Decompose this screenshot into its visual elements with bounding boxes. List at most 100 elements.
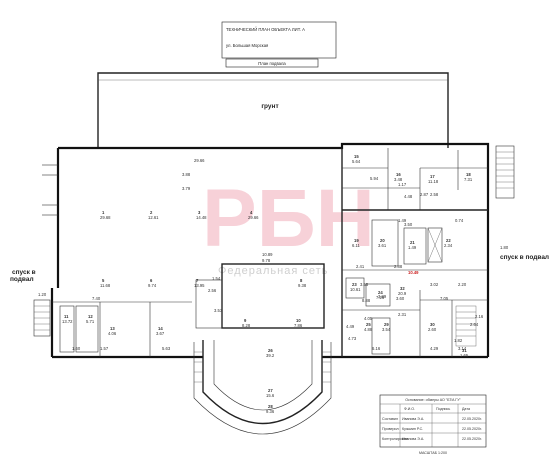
- room-number: 27: [268, 388, 273, 393]
- room-area: 7.31: [464, 177, 473, 182]
- dimension-label: 1.60: [72, 346, 81, 351]
- room-number: 8: [300, 278, 303, 283]
- dimension-label: 2.87: [420, 192, 429, 197]
- room-area: 15.6: [266, 393, 275, 398]
- stamp: Основание: обмеры АО "БТИ-ГУ" Ф.И.О. Под…: [379, 394, 487, 455]
- room-number: 7: [196, 278, 199, 283]
- dimension-label: 2.64: [470, 322, 479, 327]
- room-area: 8.28: [242, 323, 251, 328]
- room-number: 25: [366, 322, 371, 327]
- room-number: 3: [198, 210, 201, 215]
- dimension-label: 3.79: [182, 186, 191, 191]
- dimension-label: 3.02: [430, 282, 439, 287]
- room-number: 12: [88, 314, 93, 319]
- room-area: 4.88: [364, 327, 373, 332]
- dimension-label: 29.66: [194, 158, 205, 163]
- rotunda: [193, 340, 332, 435]
- dimension-label: 5.63: [162, 346, 171, 351]
- room-number: 1: [102, 210, 105, 215]
- stamp-col-sign: Подпись: [436, 407, 450, 411]
- room-area: 4.06: [108, 331, 117, 336]
- room-number: 16: [396, 172, 401, 177]
- stair-right: [495, 145, 515, 199]
- sheet-label-frame: [225, 58, 319, 68]
- room-area: 5.71: [86, 319, 95, 324]
- room-area: 5.64: [352, 159, 361, 164]
- stamp-row-3-role: Контролировал: [382, 437, 408, 441]
- dimension-label: 10.49: [408, 270, 419, 275]
- dimension-label: 3.14: [458, 346, 467, 351]
- room-area: 7.86: [294, 323, 303, 328]
- room-area: 3.54: [382, 327, 391, 332]
- stamp-row-2-name: Кузьмин Р.С.: [402, 427, 423, 431]
- dimension-label: 1.17: [398, 182, 407, 187]
- room-number: 17: [430, 174, 435, 179]
- dimension-label: 1.49: [398, 218, 407, 223]
- interior-walls: [52, 148, 488, 357]
- dimension-label: 3.53: [214, 308, 223, 313]
- room-area: 14.48: [196, 215, 207, 220]
- dimension-label: 2.20: [458, 282, 467, 287]
- descent-left-dim: 1.20: [38, 292, 47, 297]
- stamp-row-3-date: 22.05.2020г.: [462, 437, 482, 441]
- room-area: 9.38: [298, 283, 307, 288]
- title-block: ТЕХНИЧЕСКИЙ ПЛАН ОБЪЕКТА ЛИТ. А ул. Боль…: [221, 21, 337, 68]
- elevator-shaft: [427, 227, 443, 263]
- dimension-label: 2.41: [356, 264, 365, 269]
- dimension-label: 2.31: [398, 312, 407, 317]
- room-area: 39.2: [266, 353, 275, 358]
- stamp-row-1-name: Иванова Э.А.: [402, 417, 424, 421]
- room-number: 26: [268, 348, 273, 353]
- watermark: РБН Федеральная сеть: [202, 173, 375, 277]
- dimension-label: 1.57: [100, 346, 109, 351]
- stamp-row-2-date: 22.05.2020г.: [462, 427, 482, 431]
- stamp-header: Основание: обмеры АО "БТИ-ГУ": [405, 398, 461, 402]
- room-area: 12.61: [148, 215, 159, 220]
- dimension-label: 5.94: [370, 176, 379, 181]
- room-number: 13: [110, 326, 115, 331]
- dimension-label: 2.88: [394, 264, 403, 269]
- watermark-logo: РБН: [202, 173, 375, 264]
- room-number: 9: [244, 318, 247, 323]
- title-line-1: ТЕХНИЧЕСКИЙ ПЛАН ОБЪЕКТА ЛИТ. А: [226, 27, 305, 32]
- room-number: 23: [352, 282, 357, 287]
- room-number: 21: [410, 240, 415, 245]
- room-number: 29: [384, 322, 389, 327]
- dimension-label: 1.82: [454, 338, 463, 343]
- room-number: 10: [296, 318, 301, 323]
- room-number: 31: [462, 348, 467, 353]
- room-number: 18: [466, 172, 471, 177]
- room-labels: 129.68212.61314.48429.66511.6869.74713.9…: [62, 154, 473, 414]
- dimension-label: 7.40: [92, 296, 101, 301]
- outer-walls: [33, 142, 515, 359]
- room-area: 3.61: [378, 243, 387, 248]
- dimension-label: 0.74: [455, 218, 464, 223]
- room-number: 30: [430, 322, 435, 327]
- dimension-label: 2.16: [475, 314, 484, 319]
- room-number: 2: [150, 210, 153, 215]
- dimension-label: 4.29: [430, 346, 439, 351]
- room-number: 4: [250, 210, 253, 215]
- room-area: 2.60: [428, 327, 437, 332]
- dimension-label: 2.58: [430, 192, 439, 197]
- room-area: 10.61: [350, 287, 361, 292]
- dimension-label: 4.48: [404, 194, 413, 199]
- room-area: 13.72: [62, 319, 73, 324]
- dimension-label: 3.60: [396, 296, 405, 301]
- room-area: 1.65: [460, 353, 469, 358]
- room-area: 2.34: [444, 243, 453, 248]
- ground-label: грунт: [261, 103, 278, 110]
- dimension-label: 8.88: [362, 298, 371, 303]
- stamp-scale: МАСШТАБ 1:200: [419, 451, 447, 455]
- stamp-col-name: Ф.И.О.: [404, 407, 415, 411]
- stamp-row-1-date: 22.05.2020г.: [462, 417, 482, 421]
- room-number: 5: [102, 278, 105, 283]
- dimension-label: 4.49: [346, 324, 355, 329]
- room-area: 11.68: [100, 283, 111, 288]
- room-number: 28: [268, 404, 273, 409]
- room-number: 6: [150, 278, 153, 283]
- room-number: 11: [64, 314, 69, 319]
- room-number: 20: [380, 238, 385, 243]
